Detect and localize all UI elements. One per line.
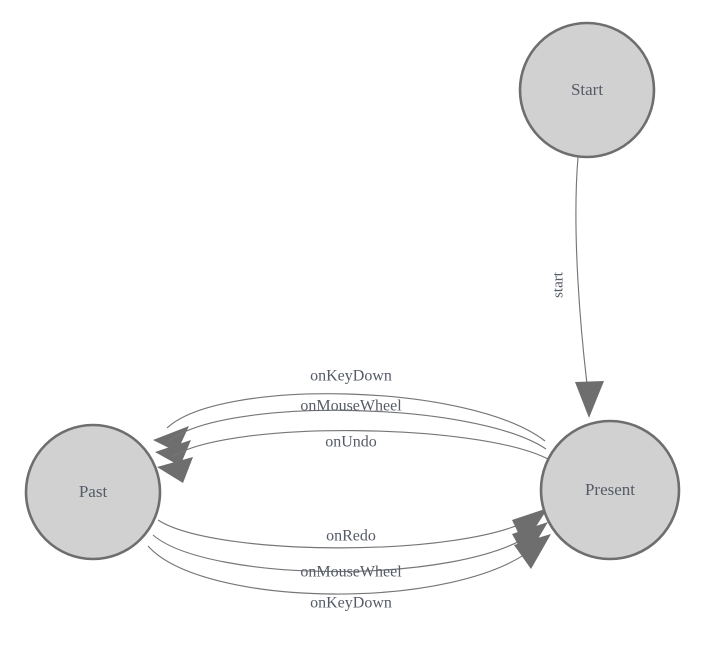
edge-present-to-past-wheel-path xyxy=(168,409,547,450)
edge-present-to-past-wheel-arrowhead xyxy=(155,440,191,466)
edge-past-to-present-keydown-label: onKeyDown xyxy=(310,595,392,612)
node-present-label: Present xyxy=(585,480,635,499)
edge-present-to-past-undo[interactable]: onUndo xyxy=(157,430,549,483)
node-past[interactable]: Past xyxy=(24,423,162,561)
edge-past-to-present-redo-label: onRedo xyxy=(326,528,376,545)
node-start-label: Start xyxy=(571,80,603,99)
node-start-circle xyxy=(518,21,656,159)
node-past-label: Past xyxy=(79,482,108,501)
edge-past-to-present-keydown-arrowhead xyxy=(514,534,551,569)
edge-present-to-past-undo-label: onUndo xyxy=(325,434,377,451)
node-start[interactable]: Start xyxy=(518,21,656,159)
node-present-circle xyxy=(539,419,681,561)
edge-start-to-present-path xyxy=(575,156,590,401)
edge-past-to-present-keydown-path xyxy=(147,545,537,595)
node-present[interactable]: Present xyxy=(539,419,681,561)
edge-past-to-present-wheel-path xyxy=(152,532,534,572)
edge-past-to-present-wheel-label: onMouseWheel xyxy=(300,564,402,581)
edge-present-to-past-undo-path xyxy=(171,430,549,460)
edge-present-to-past-wheel[interactable]: onMouseWheel xyxy=(155,398,547,466)
edge-start-to-present[interactable]: start xyxy=(550,156,604,418)
node-past-circle xyxy=(24,423,162,561)
edge-past-to-present-redo[interactable]: onRedo xyxy=(157,508,548,549)
edge-past-to-present-keydown[interactable]: onKeyDown xyxy=(147,534,551,612)
edge-present-to-past-keydown-path xyxy=(166,393,546,442)
edge-start-to-present-arrowhead xyxy=(575,381,604,418)
edge-start-to-present-label: start xyxy=(550,271,566,298)
edge-present-to-past-keydown-label: onKeyDown xyxy=(310,368,392,385)
edge-past-to-present-redo-path xyxy=(157,517,534,549)
edge-present-to-past-wheel-label: onMouseWheel xyxy=(300,398,402,415)
edge-present-to-past-undo-arrowhead xyxy=(157,457,193,483)
